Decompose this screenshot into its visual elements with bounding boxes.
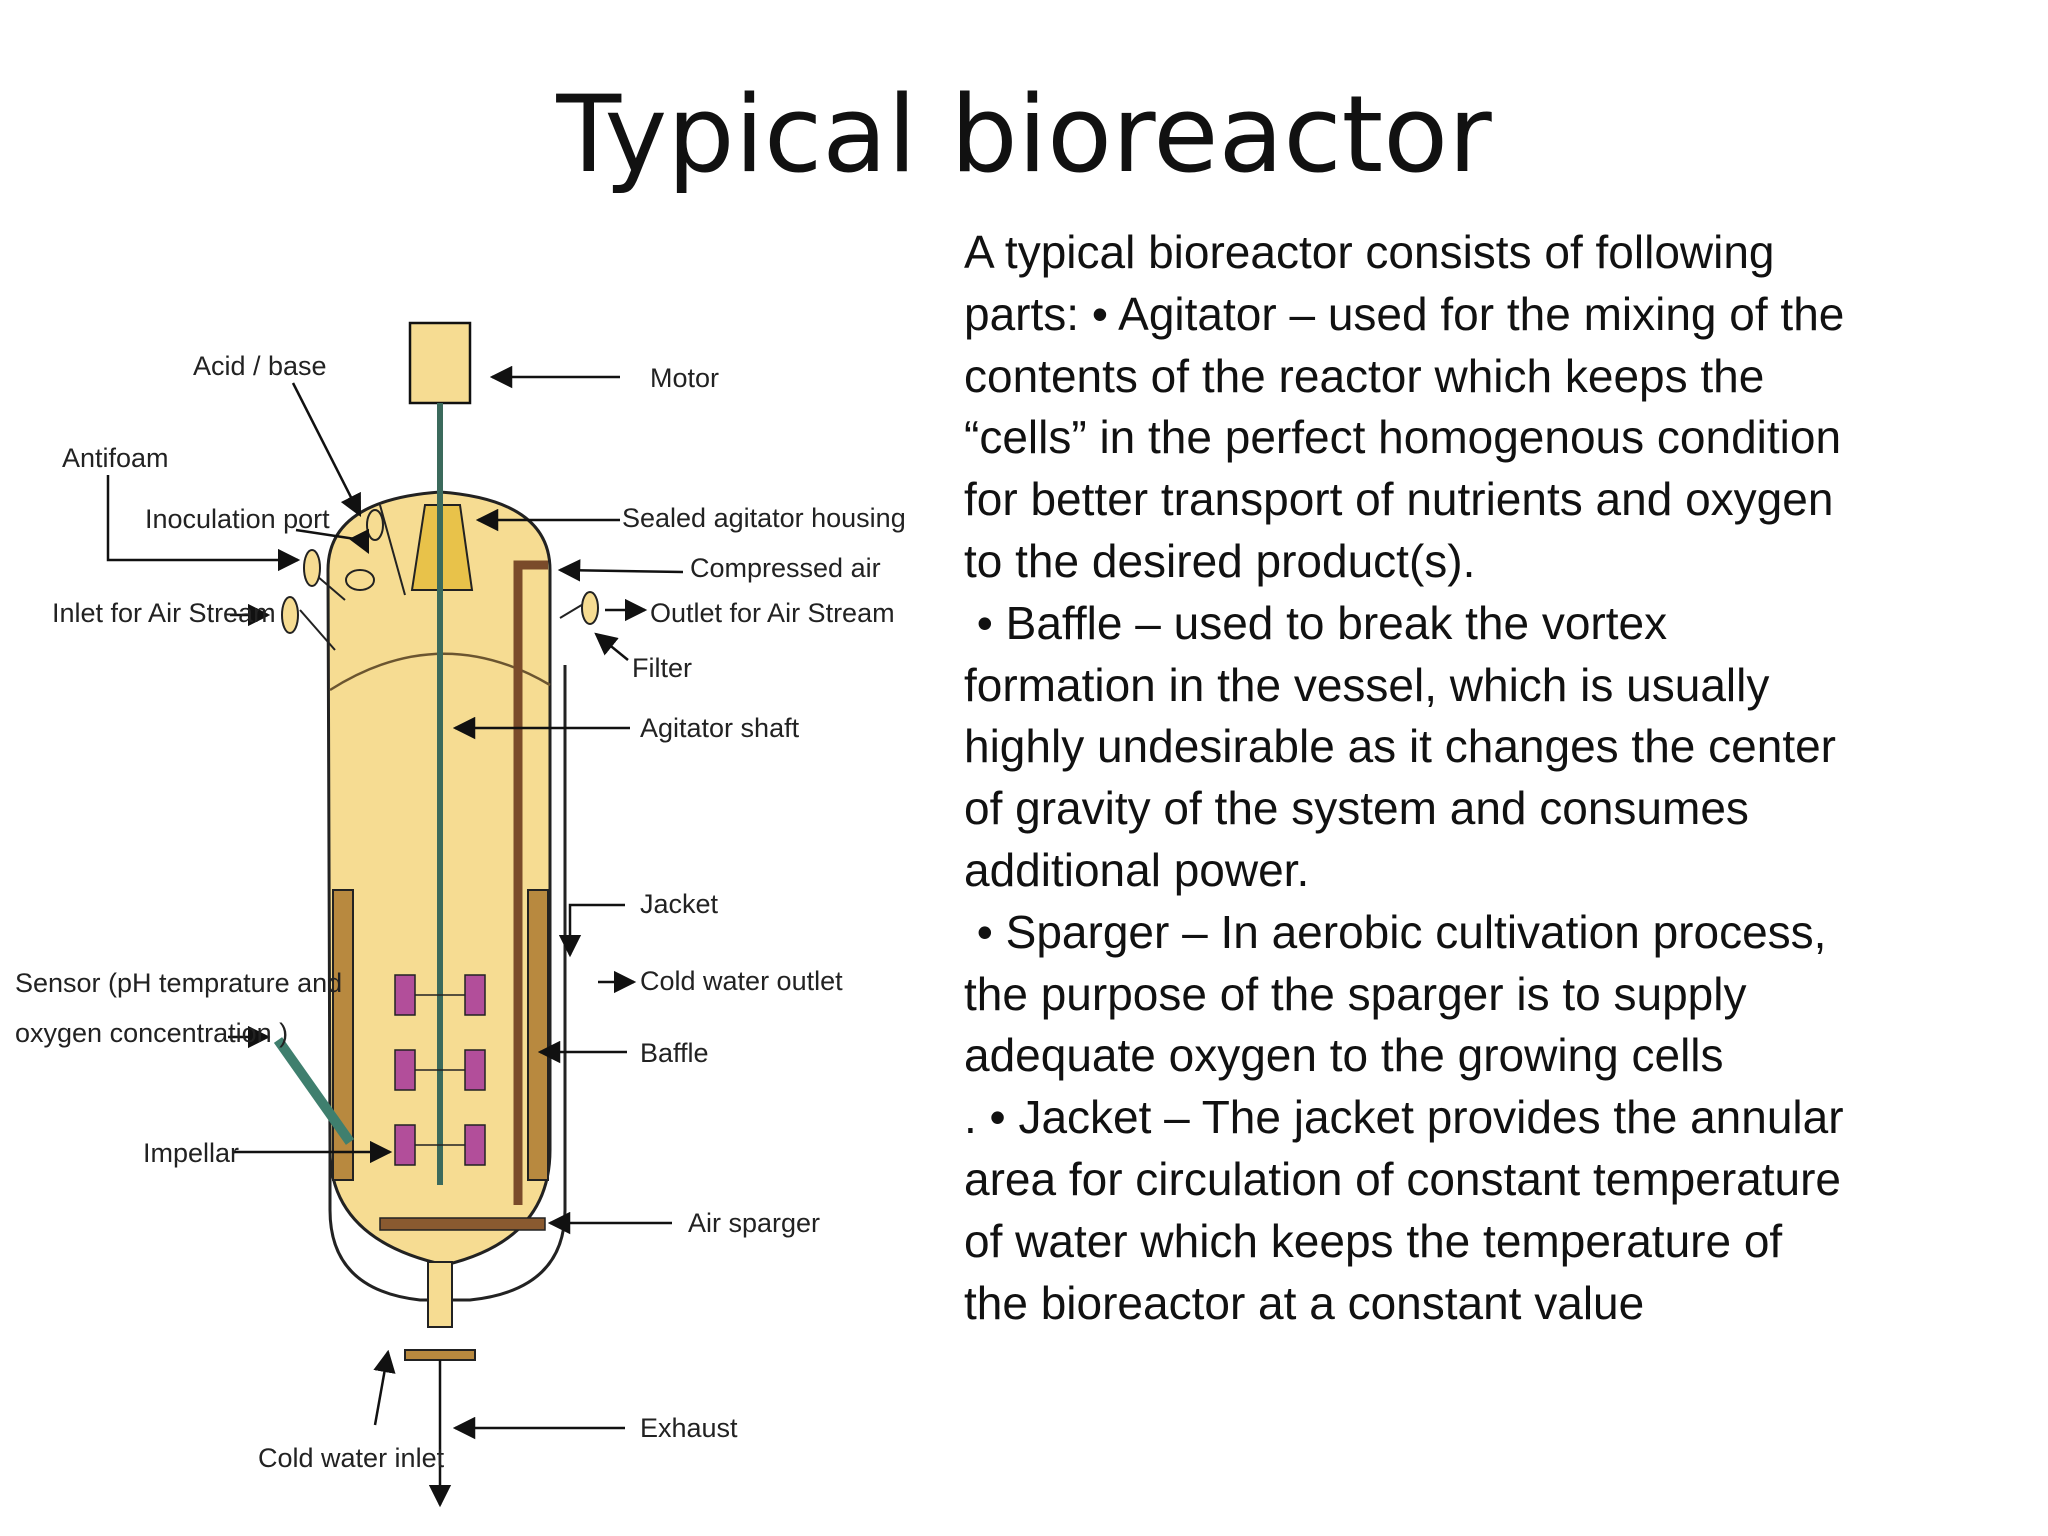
baffle-left bbox=[332, 889, 354, 1181]
label-antifoam: Antifoam bbox=[62, 443, 169, 473]
baffle-right bbox=[527, 889, 549, 1181]
description-line: of water which keeps the temperature of bbox=[964, 1214, 1783, 1267]
description-line: the purpose of the sparger is to supply bbox=[964, 967, 1747, 1020]
label-acid-base: Acid / base bbox=[193, 351, 327, 381]
slide-title: Typical bioreactor bbox=[556, 73, 1492, 196]
top-ports bbox=[281, 504, 599, 651]
label-exhaust: Exhaust bbox=[640, 1413, 738, 1443]
label-filter: Filter bbox=[632, 653, 692, 683]
label-cold-water-outlet: Cold water outlet bbox=[640, 966, 843, 996]
description-line: • Baffle – used to break the vortex bbox=[964, 596, 1668, 649]
label-jacket: Jacket bbox=[640, 889, 719, 919]
label-outlet-air-stream: Outlet for Air Stream bbox=[650, 598, 895, 628]
description-line: contents of the reactor which keeps the bbox=[964, 349, 1765, 402]
label-sensor-line2: oxygen concentration ) bbox=[15, 1018, 288, 1048]
description-line: highly undesirable as it changes the cen… bbox=[964, 720, 1837, 773]
label-sealed-agitator-housing: Sealed agitator housing bbox=[622, 503, 906, 533]
impellers bbox=[394, 974, 486, 1166]
label-compressed-air: Compressed air bbox=[690, 553, 881, 583]
description-line: formation in the vessel, which is usuall… bbox=[964, 658, 1770, 711]
label-baffle: Baffle bbox=[640, 1038, 709, 1068]
bioreactor-diagram: Acid / base Motor Antifoam Inoculation p… bbox=[15, 321, 906, 1508]
description-line: additional power. bbox=[964, 843, 1310, 896]
description-line: parts: • Agitator – used for the mixing … bbox=[964, 287, 1845, 340]
description-text: A typical bioreactor consists of followi… bbox=[964, 222, 2004, 1334]
description-line: . • Jacket – The jacket provides the ann… bbox=[964, 1091, 1844, 1144]
label-sensor-line1: Sensor (pH temprature and bbox=[15, 968, 342, 998]
description-line: for better transport of nutrients and ox… bbox=[964, 473, 1834, 526]
label-motor: Motor bbox=[650, 363, 719, 393]
leader-lines bbox=[106, 365, 684, 1508]
label-cold-water-inlet: Cold water inlet bbox=[258, 1443, 445, 1473]
description-line: A typical bioreactor consists of followi… bbox=[964, 226, 1775, 278]
label-agitator-shaft: Agitator shaft bbox=[640, 713, 800, 743]
air-sparger bbox=[379, 1217, 546, 1231]
label-inoculation-port: Inoculation port bbox=[145, 504, 330, 534]
description-line: adequate oxygen to the growing cells bbox=[964, 1029, 1724, 1082]
description-line: “cells” in the perfect homogenous condit… bbox=[964, 411, 1842, 464]
label-impellar: Impellar bbox=[143, 1138, 239, 1168]
label-inlet-air-stream: Inlet for Air Stream bbox=[52, 598, 276, 628]
description-line: • Sparger – In aerobic cultivation proce… bbox=[964, 905, 1827, 958]
compressed-air-pipe bbox=[513, 560, 548, 1205]
bottom-outlet bbox=[427, 1261, 453, 1328]
description-line: the bioreactor at a constant value bbox=[964, 1276, 1645, 1329]
label-air-sparger: Air sparger bbox=[688, 1208, 820, 1238]
description-line: area for circulation of constant tempera… bbox=[964, 1152, 1842, 1205]
description-line: of gravity of the system and consumes bbox=[964, 782, 1749, 835]
description-line: to the desired product(s). bbox=[964, 534, 1476, 587]
bottom-flange bbox=[404, 1349, 476, 1361]
sensor-probe bbox=[273, 1037, 355, 1145]
motor-box bbox=[408, 321, 472, 405]
